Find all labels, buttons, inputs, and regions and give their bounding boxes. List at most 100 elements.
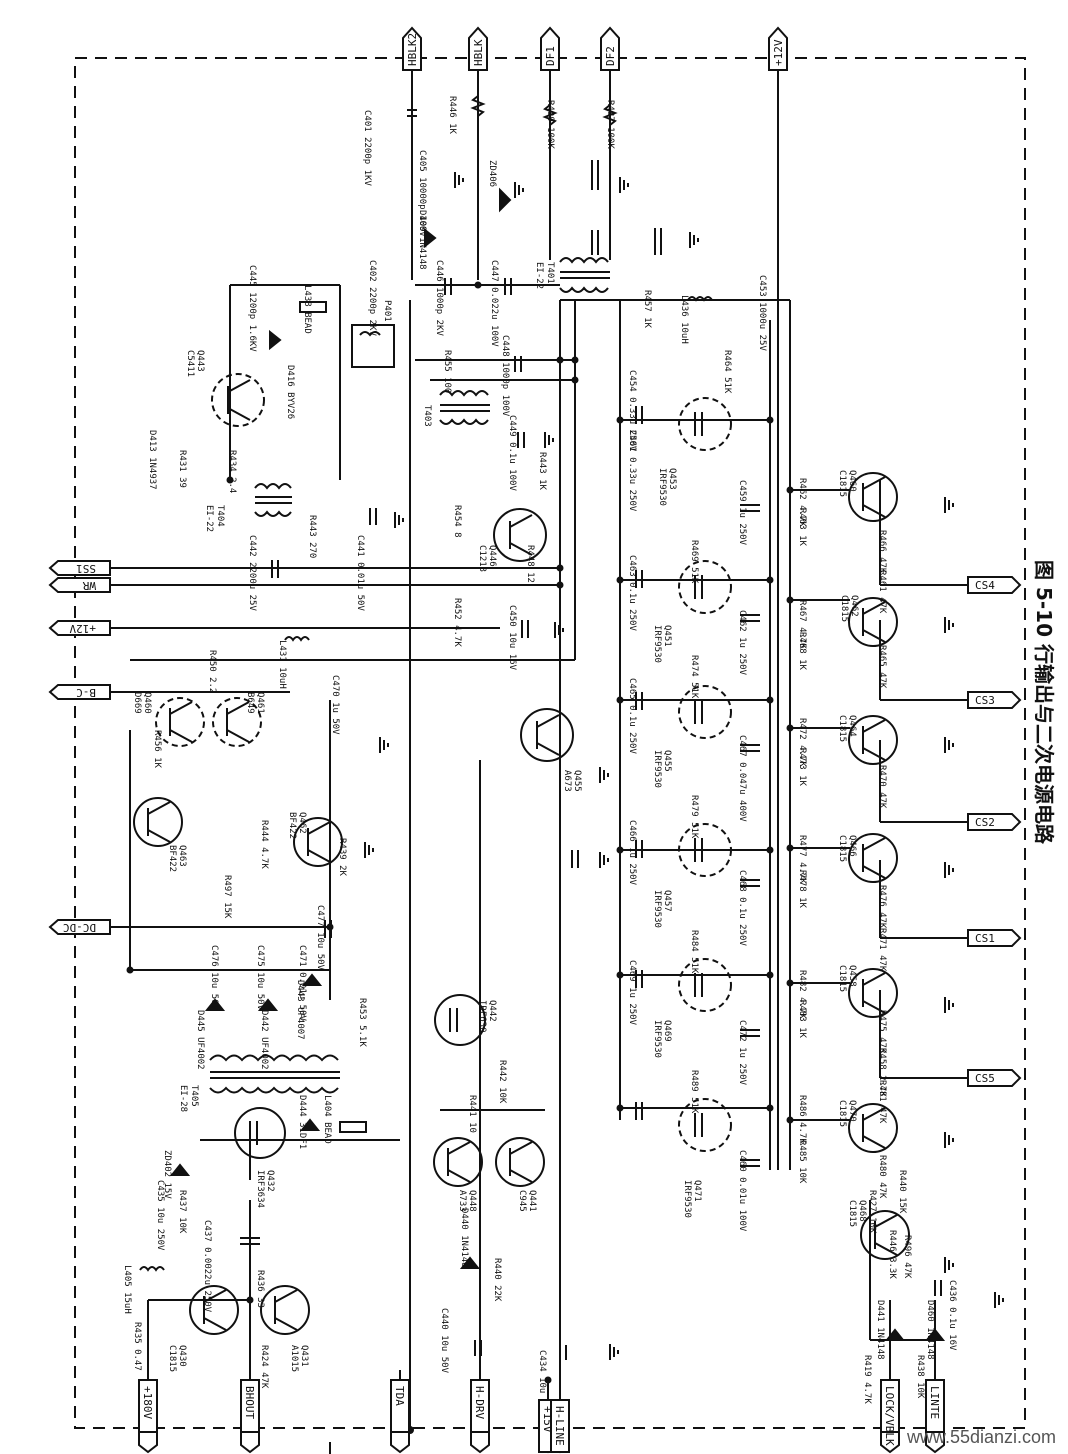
- connector-bottom-lockvblk[interactable]: LOCK/VBLK: [880, 1379, 900, 1454]
- connector-bottom-tda[interactable]: TDA: [390, 1379, 410, 1454]
- connector-right-cs4[interactable]: CS4: [967, 576, 1022, 594]
- inductor-label: L431 10uH: [277, 640, 287, 689]
- resistor-label: R437 10K: [177, 1190, 187, 1234]
- ground-symbols: [329, 172, 1004, 1454]
- resistor-label: R464 51K: [722, 350, 732, 394]
- connector-right-cs5[interactable]: CS5: [967, 1069, 1022, 1087]
- capacitor-label: C401 2200p 1KV: [362, 110, 372, 186]
- connector-label: LOCK/VBLK: [883, 1386, 896, 1446]
- capacitor-label: C437 0.0022u 250V: [202, 1220, 212, 1313]
- connector-label: TDA: [393, 1386, 406, 1406]
- transistor-part: IRF9530: [657, 468, 667, 506]
- diode-label: D444 31DF1: [297, 1095, 307, 1149]
- connector-right-cs2[interactable]: CS2: [967, 813, 1022, 831]
- capacitor-label: C465 0.1u 250V: [627, 678, 637, 754]
- resistor-label: R471 47K: [877, 928, 887, 972]
- junctions: [126, 281, 794, 1434]
- capacitor-label: C463 0.1u 250V: [627, 555, 637, 631]
- capacitor-label: C450 10u 16V: [507, 605, 517, 671]
- resistor-label: R443 1K: [537, 452, 547, 491]
- connector-label: DF2: [604, 46, 617, 66]
- transistor-ref: Q460: [142, 692, 152, 714]
- connector-label: +12V: [772, 39, 785, 66]
- connector-bottom-linte[interactable]: LINTE: [925, 1379, 945, 1454]
- resistor-label: R469 51K: [689, 540, 699, 584]
- transistor-part: C1815: [847, 1200, 857, 1227]
- figure-caption: 图 5-10 行输出与二次电源电路: [1020, 560, 1060, 890]
- connector-top-hblk[interactable]: HBLK: [468, 26, 488, 71]
- transistor-ref: Q431: [299, 1345, 309, 1367]
- capacitor-label: C440 10u 50V: [439, 1308, 449, 1374]
- transistor-ref: Q458: [847, 965, 857, 987]
- capacitor-label: C435 10u 250V: [155, 1180, 165, 1251]
- watermark: www.55dianzi.com: [906, 1427, 1056, 1447]
- transistor-ref: Q469: [662, 1020, 672, 1042]
- connector-right-cs3[interactable]: CS3: [967, 691, 1022, 709]
- resistor-label: R497 15K: [222, 875, 232, 919]
- capacitor-label: C471 0.01u 50V: [297, 945, 307, 1021]
- connector-label: +12V: [69, 622, 96, 635]
- resistor-label: R434 2.4: [227, 450, 237, 493]
- capacitor-label: C469 1u 250V: [627, 960, 637, 1026]
- resistor-label: R485 10K: [797, 1140, 807, 1184]
- capacitor-label: C477 10u 50V: [315, 905, 325, 971]
- transistor-ref: Q442: [487, 1000, 497, 1022]
- connector-bottom-hline[interactable]: H-LINE: [550, 1399, 570, 1454]
- transistor-q466-c1815: [848, 833, 898, 883]
- connector-label: HBLK2: [406, 33, 419, 66]
- capacitor-label: C446 1000p 2KV: [434, 260, 444, 336]
- connector-bottom-180v[interactable]: +180V: [138, 1379, 158, 1454]
- connector-left-bc[interactable]: B-C: [48, 684, 111, 700]
- connector-right-cs1[interactable]: CS1: [967, 929, 1022, 947]
- mosfet-q469: [678, 958, 732, 1012]
- transformer-t403: [439, 390, 490, 425]
- diode-label: ZD402 15V: [162, 1150, 172, 1199]
- transistor-q460-d669: [155, 697, 205, 747]
- resistor-label: R454 8: [452, 505, 462, 538]
- resistor-label: R457 1K: [642, 290, 652, 329]
- connector-left-dcdc[interactable]: DC-DC: [48, 919, 111, 935]
- diode-label: D443 UF4007: [295, 980, 305, 1040]
- connector-top-df2[interactable]: DF2: [600, 26, 620, 71]
- mosfet-q453: [678, 397, 732, 451]
- transistor-ref: Q455: [662, 750, 672, 772]
- resistor-label: R455 100: [442, 350, 452, 393]
- connector-left-ss1[interactable]: SS1: [48, 560, 111, 576]
- transistor-part: C1815: [167, 1345, 177, 1372]
- transistor-ref: Q466: [847, 835, 857, 857]
- transistor-ref: Q432: [265, 1170, 275, 1192]
- transistor-q463: [133, 797, 183, 847]
- connector-label: CS4: [975, 579, 995, 592]
- resistor-label: R473 1K: [797, 748, 807, 787]
- connector-top-12v[interactable]: +12V: [768, 26, 788, 71]
- transformer-symbols: [209, 257, 610, 1094]
- transformer-t401: [559, 257, 610, 293]
- transistor-part: A673: [562, 770, 572, 792]
- connector-label: LINTE: [928, 1386, 941, 1419]
- resistor-label: R440 15K: [897, 1170, 907, 1214]
- component-labels: T401EI-22T403T404EI-22T405EI-28Q443C5411…: [122, 96, 957, 1416]
- connector-top-df1[interactable]: DF1: [540, 26, 560, 71]
- connector-left-wr[interactable]: WR: [48, 577, 111, 593]
- transistor-part: C5411: [185, 350, 195, 377]
- connector-bottom-hdrv[interactable]: H-DRV: [470, 1379, 490, 1454]
- resistor-label: R490 100K: [545, 100, 555, 149]
- connector-top-hblk2[interactable]: HBLK2: [402, 26, 422, 71]
- connector-left-12v[interactable]: +12V: [48, 620, 111, 636]
- connector-label: CS1: [975, 932, 995, 945]
- transistor-q462-c1815: [848, 597, 898, 647]
- transformer-part: EI-28: [178, 1085, 188, 1112]
- connector-ref: P401: [382, 300, 392, 322]
- connector-bottom-bhout[interactable]: BHOUT: [240, 1379, 260, 1454]
- capacitor-label: C476 10u 50V: [209, 945, 219, 1011]
- transistor-q430: [189, 1285, 239, 1335]
- transistor-q431: [260, 1285, 310, 1335]
- mosfet-q442: [434, 994, 486, 1046]
- transistor-q460-c1815: [848, 472, 898, 522]
- capacitor-label: C453 1000u 25V: [757, 275, 767, 351]
- diode-label: D442 UF4002: [259, 1010, 269, 1070]
- diode-label: D460 1N4148: [925, 1300, 935, 1360]
